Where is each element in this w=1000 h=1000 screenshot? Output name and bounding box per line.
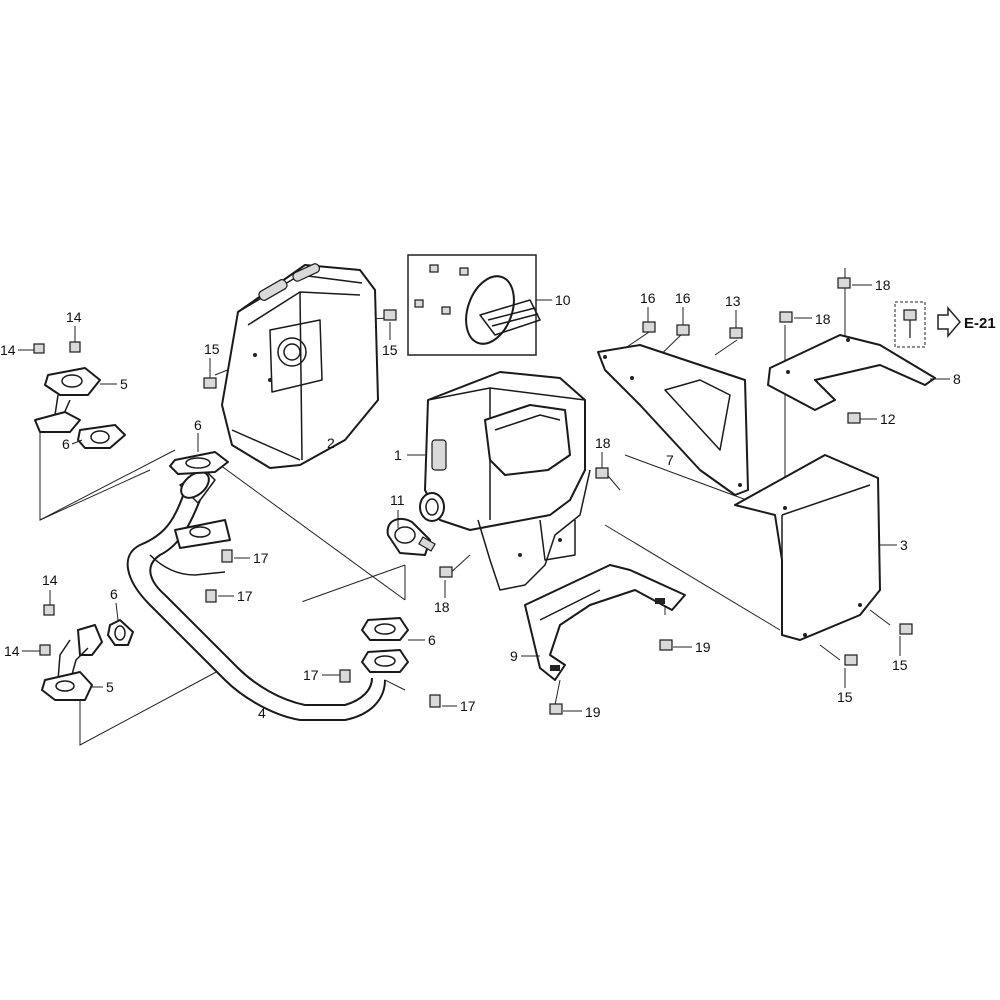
callout-1: 1 [394, 447, 402, 463]
spark-arrester-inset [407, 254, 541, 356]
callout-16a: 16 [640, 290, 656, 306]
exhaust-joints [34, 367, 103, 701]
callout-9: 9 [510, 648, 518, 664]
callout-14c: 14 [42, 572, 58, 588]
callout-16b: 16 [675, 290, 691, 306]
callout-6d: 6 [428, 632, 436, 648]
bolt-icon [903, 309, 917, 321]
arrow-right-icon [937, 305, 961, 339]
callout-3: 3 [900, 537, 908, 553]
callout-18c: 18 [595, 435, 611, 451]
callout-2: 2 [327, 435, 335, 451]
callout-5a: 5 [120, 376, 128, 392]
callout-17c: 17 [303, 667, 319, 683]
gaskets [77, 424, 409, 673]
callout-13: 13 [725, 293, 741, 309]
callout-labels: 1 2 3 4 5 5 6 6 6 6 7 8 9 10 11 12 13 14… [0, 277, 961, 721]
callout-6b: 6 [62, 436, 70, 452]
callout-17a: 17 [253, 550, 269, 566]
callout-15a: 15 [204, 341, 220, 357]
callout-15b: 15 [382, 342, 398, 358]
callout-10: 10 [555, 292, 571, 308]
exhaust-pipe [126, 469, 386, 721]
stay-lower [524, 564, 686, 681]
reference-e21: E-21 [894, 301, 996, 348]
heat-shield [734, 454, 881, 641]
callout-8: 8 [953, 371, 961, 387]
callout-15d: 15 [837, 689, 853, 705]
callout-17b: 17 [237, 588, 253, 604]
callout-4: 4 [258, 705, 266, 721]
callout-18d: 18 [434, 599, 450, 615]
callout-6c: 6 [110, 586, 118, 602]
callout-18a: 18 [875, 277, 891, 293]
callout-19b: 19 [585, 704, 601, 720]
callout-12: 12 [880, 411, 896, 427]
callout-5b: 5 [106, 679, 114, 695]
clamp [386, 517, 436, 556]
stay-bracket [597, 344, 749, 496]
callout-6a: 6 [194, 417, 202, 433]
reference-label: E-21 [964, 315, 996, 332]
callout-19a: 19 [695, 639, 711, 655]
bracket-top [767, 334, 936, 411]
callout-7: 7 [666, 452, 674, 468]
muffler-protector [221, 263, 379, 469]
callout-11: 11 [390, 492, 405, 508]
callout-18b: 18 [815, 311, 831, 327]
callout-17d: 17 [460, 698, 476, 714]
callout-14a: 14 [66, 309, 82, 325]
callout-15c: 15 [892, 657, 908, 673]
callout-14d: 14 [4, 643, 20, 659]
callout-14b: 14 [0, 342, 16, 358]
muffler [419, 371, 591, 591]
